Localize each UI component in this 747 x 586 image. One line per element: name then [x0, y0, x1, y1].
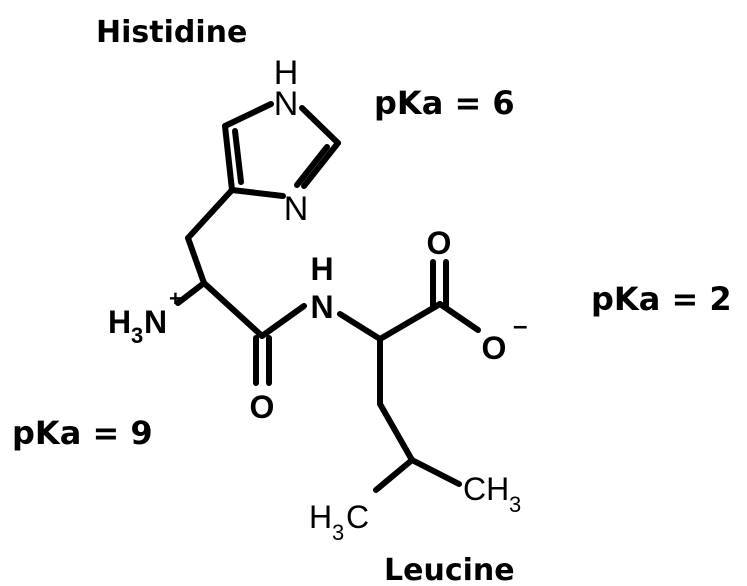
methyl-right-subscript: 3 — [509, 492, 521, 517]
bond-cgamma-methyl-right — [409, 457, 462, 487]
ring-nh-label: N — [274, 85, 299, 123]
methyl-right: CH 3 — [463, 471, 521, 517]
bond-c4-c5 — [222, 123, 235, 193]
amine-group: H 3 N + — [108, 286, 182, 348]
amine-h-subscript: 3 — [131, 323, 143, 348]
bond-cbeta-calpha — [185, 235, 207, 286]
bond-c5-nh — [222, 101, 274, 129]
pka-imidazole-label: pKa = 6 — [374, 84, 515, 122]
bond-nh-c2 — [299, 105, 341, 146]
pka-amine-label: pKa = 9 — [12, 414, 153, 452]
pka-carboxylate-label: pKa = 2 — [591, 280, 732, 318]
carboxyl-o-double-label: O — [427, 225, 452, 261]
methyl-right-ch: CH — [463, 471, 509, 507]
amine-charge: + — [169, 286, 182, 311]
amine-h-label: H — [108, 304, 131, 340]
bond-n3-c4 — [229, 187, 286, 199]
methyl-left-c: C — [346, 499, 369, 535]
amine-n-label: N — [144, 304, 167, 340]
bond-cbeta-cgamma — [377, 401, 415, 463]
bond-c4-c5-double — [232, 128, 244, 185]
leucine-residue — [337, 259, 481, 493]
leucine-label: Leucine — [384, 553, 515, 586]
methyl-left-subscript: 3 — [332, 520, 344, 545]
amide-o-label: O — [250, 389, 275, 425]
bond-carboxyl-o-minus — [437, 301, 481, 333]
bond-c4-cbeta — [185, 187, 235, 241]
bond-calpha-amine — [175, 280, 207, 306]
bond-calpha-carbonyl — [201, 280, 265, 339]
bond-c2-n3 — [301, 140, 341, 189]
histidine-backbone — [175, 187, 307, 386]
histidine-label: Histidine — [96, 15, 247, 50]
methyl-left: H 3 C — [309, 499, 369, 545]
bond-nh-calpha — [337, 311, 383, 342]
ring-h-label: H — [274, 54, 299, 92]
bond-cgamma-methyl-left — [373, 457, 415, 493]
bond-calpha-carboxyl — [377, 301, 443, 342]
bond-c2-n3-double — [294, 144, 330, 188]
ring-n-label: N — [284, 190, 309, 228]
methyl-left-h: H — [309, 499, 332, 535]
amide-h-label: H — [310, 251, 333, 287]
carboxyl-charge: – — [513, 310, 527, 340]
amide-n-label: N — [310, 289, 333, 325]
carboxyl-o-minus-label: O — [482, 330, 507, 366]
imidazole-ring — [222, 101, 341, 199]
bond-carbonyl-nh — [259, 303, 307, 339]
